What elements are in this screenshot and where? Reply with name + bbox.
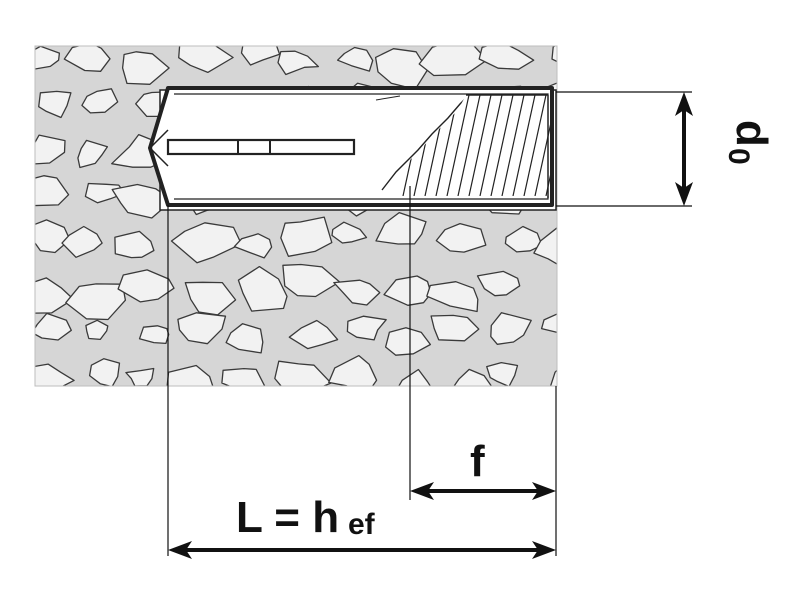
aggregate-stone xyxy=(114,230,155,259)
thread-line xyxy=(468,95,492,196)
aggregate-stone xyxy=(383,275,432,306)
aggregate-stone xyxy=(240,46,281,66)
thread-line xyxy=(523,95,547,196)
thread-length-label: f xyxy=(470,437,485,486)
aggregate-stone xyxy=(77,139,109,169)
embedment-depth-label-subscript: ef xyxy=(348,508,376,541)
aggregate-stone xyxy=(559,278,591,304)
thread-line xyxy=(490,95,514,196)
thread-line xyxy=(446,95,470,196)
thread-line xyxy=(479,95,503,196)
aggregate-stone xyxy=(333,279,381,306)
aggregate-stone xyxy=(435,222,487,253)
thread-line xyxy=(501,95,525,196)
aggregate-stone xyxy=(38,90,72,119)
aggregate-stone xyxy=(426,281,479,313)
aggregate-stone xyxy=(88,358,121,386)
aggregate-stone xyxy=(138,325,170,345)
expansion-slot xyxy=(166,138,356,156)
aggregate-stone xyxy=(331,221,368,244)
aggregate-stone xyxy=(533,227,557,265)
cutaway-edge xyxy=(381,93,471,191)
diameter-dimension: d 0 xyxy=(556,91,776,207)
aggregate-stone xyxy=(65,283,127,321)
aggregate-stone xyxy=(277,50,320,76)
aggregate-stone xyxy=(476,270,521,297)
drop-in-anchor xyxy=(148,86,579,207)
thread-line xyxy=(512,95,536,196)
aggregate-stone xyxy=(237,265,288,312)
aggregate-stone xyxy=(288,319,339,350)
diameter-label: d xyxy=(727,120,776,147)
thread-length-dimension: f xyxy=(410,437,556,500)
aggregate-stone xyxy=(490,312,532,345)
thread-line xyxy=(534,95,552,196)
diameter-label-subscript: 0 xyxy=(722,148,755,165)
thread-line xyxy=(545,95,552,196)
aggregate-stone xyxy=(504,225,543,253)
aggregate-stone xyxy=(398,368,432,386)
aggregate-stone xyxy=(549,369,557,386)
aggregate-stone xyxy=(478,46,535,70)
aggregate-stone xyxy=(453,368,493,386)
embedment-depth-label: L = h xyxy=(236,493,339,542)
aggregate-stone xyxy=(346,315,387,341)
aggregate-stone xyxy=(282,263,341,298)
aggregate-stone xyxy=(375,211,427,245)
aggregate-stone xyxy=(170,222,242,264)
aggregate-stone xyxy=(274,360,332,386)
aggregate-stone xyxy=(35,312,72,341)
aggregate-stone xyxy=(61,225,103,258)
aggregate-stone xyxy=(35,134,66,165)
aggregate-stone xyxy=(35,46,61,70)
aggregate-stone xyxy=(336,46,374,72)
aggregate-stone xyxy=(35,219,71,254)
aggregate-stone xyxy=(328,354,378,386)
aggregate-stone xyxy=(121,51,170,85)
aggregate-stone xyxy=(117,269,175,303)
aggregate-stone xyxy=(430,314,480,342)
aggregate-stone xyxy=(63,46,111,72)
aggregate-stone xyxy=(233,233,273,259)
thread-line xyxy=(457,95,481,196)
aggregate-stone xyxy=(85,319,109,341)
aggregate-stone xyxy=(418,46,488,77)
aggregate-stone xyxy=(540,313,557,333)
aggregate-stone xyxy=(35,277,74,314)
aggregate-stone xyxy=(225,323,264,354)
thread-line xyxy=(557,95,579,196)
aggregate-stone xyxy=(221,367,266,386)
aggregate-stone xyxy=(551,46,557,63)
aggregate-stone xyxy=(177,312,227,345)
aggregate-stone xyxy=(81,88,119,114)
aggregate-stone xyxy=(280,216,333,257)
aggregate-stone xyxy=(35,175,70,207)
aggregate-stone xyxy=(111,183,174,219)
aggregate-stone xyxy=(178,46,234,74)
embedment-depth-dimension: L = h ef xyxy=(168,493,556,559)
aggregate-stone xyxy=(35,363,75,386)
